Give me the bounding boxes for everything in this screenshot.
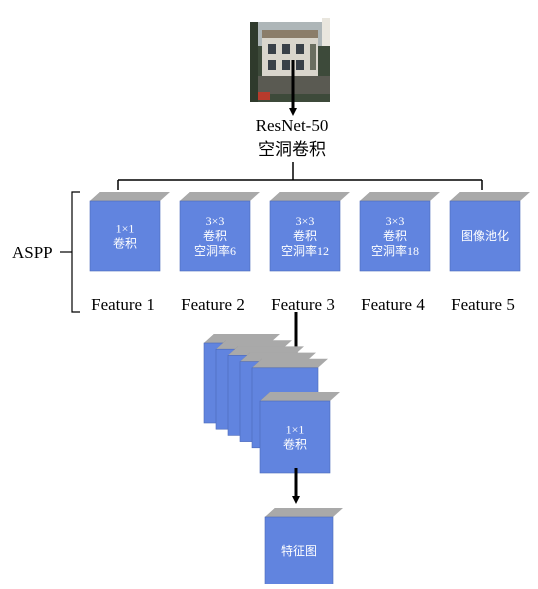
- branch-block-2-text: 3×3: [206, 214, 225, 228]
- fusion-stack: 1×1卷积: [203, 334, 340, 474]
- branch-fork: [117, 162, 483, 190]
- branch-block-4-text: 空洞率18: [371, 243, 419, 258]
- branch-block-1-text: 卷积: [113, 236, 137, 251]
- branch-block-3-text: 卷积: [293, 228, 317, 243]
- feature-labels: Feature 1 Feature 2 Feature 3 Feature 4 Feat…: [91, 295, 515, 314]
- fusion-block-text: 1×1: [286, 423, 305, 437]
- fusion-block-top: [260, 392, 340, 401]
- output-block: 特征图: [264, 508, 343, 586]
- backbone-subtitle: 空洞卷积: [258, 140, 326, 159]
- fusion-block-text: 卷积: [283, 437, 307, 452]
- branch-block-4-text: 卷积: [383, 228, 407, 243]
- fusion-block: 1×1卷积: [259, 392, 340, 474]
- output-feature-map-front: [264, 516, 334, 586]
- branch-block-1-text: 1×1: [116, 222, 135, 236]
- branch-block-4-top: [360, 192, 440, 201]
- branch-block-1-front: [89, 200, 161, 272]
- branch-block-2-text: 卷积: [203, 228, 227, 243]
- fusion-layer-5-top: [252, 358, 328, 368]
- branch-block-2-top: [180, 192, 260, 201]
- branch-block-2-text: 空洞率6: [194, 243, 236, 258]
- branch-block-1: 1×1卷积: [89, 192, 170, 272]
- output-feature-map-text: 特征图: [281, 543, 317, 558]
- branch-block-4-front: [359, 200, 431, 272]
- aspp-bracket: [60, 191, 80, 313]
- branch-block-1-top: [90, 192, 170, 201]
- branch-block-3-top: [270, 192, 350, 201]
- fusion-block-front: [259, 400, 331, 474]
- output-feature-map-top: [265, 508, 343, 517]
- feature-label-2: Feature 2: [181, 295, 245, 314]
- branch-block-5-front: [449, 200, 521, 272]
- feature-label-4: Feature 4: [361, 295, 425, 314]
- feature-label-5: Feature 5: [451, 295, 515, 314]
- branch-block-5: 图像池化: [449, 192, 530, 272]
- branch-block-5-top: [450, 192, 530, 201]
- input-image: [250, 18, 330, 102]
- branch-block-3-text: 3×3: [296, 214, 315, 228]
- branch-block-5-text: 图像池化: [461, 229, 509, 243]
- feature-label-3: Feature 3: [271, 295, 335, 314]
- backbone-name: ResNet-50: [256, 116, 329, 135]
- feature-label-1: Feature 1: [91, 295, 155, 314]
- output-feature-map: 特征图: [264, 508, 343, 586]
- branch-block-2-front: [179, 200, 251, 272]
- aspp-label: ASPP: [12, 243, 53, 262]
- branch-block-3-text: 空洞率12: [281, 243, 329, 258]
- branch-block-4-text: 3×3: [386, 214, 405, 228]
- branch-block-3-front: [269, 200, 341, 272]
